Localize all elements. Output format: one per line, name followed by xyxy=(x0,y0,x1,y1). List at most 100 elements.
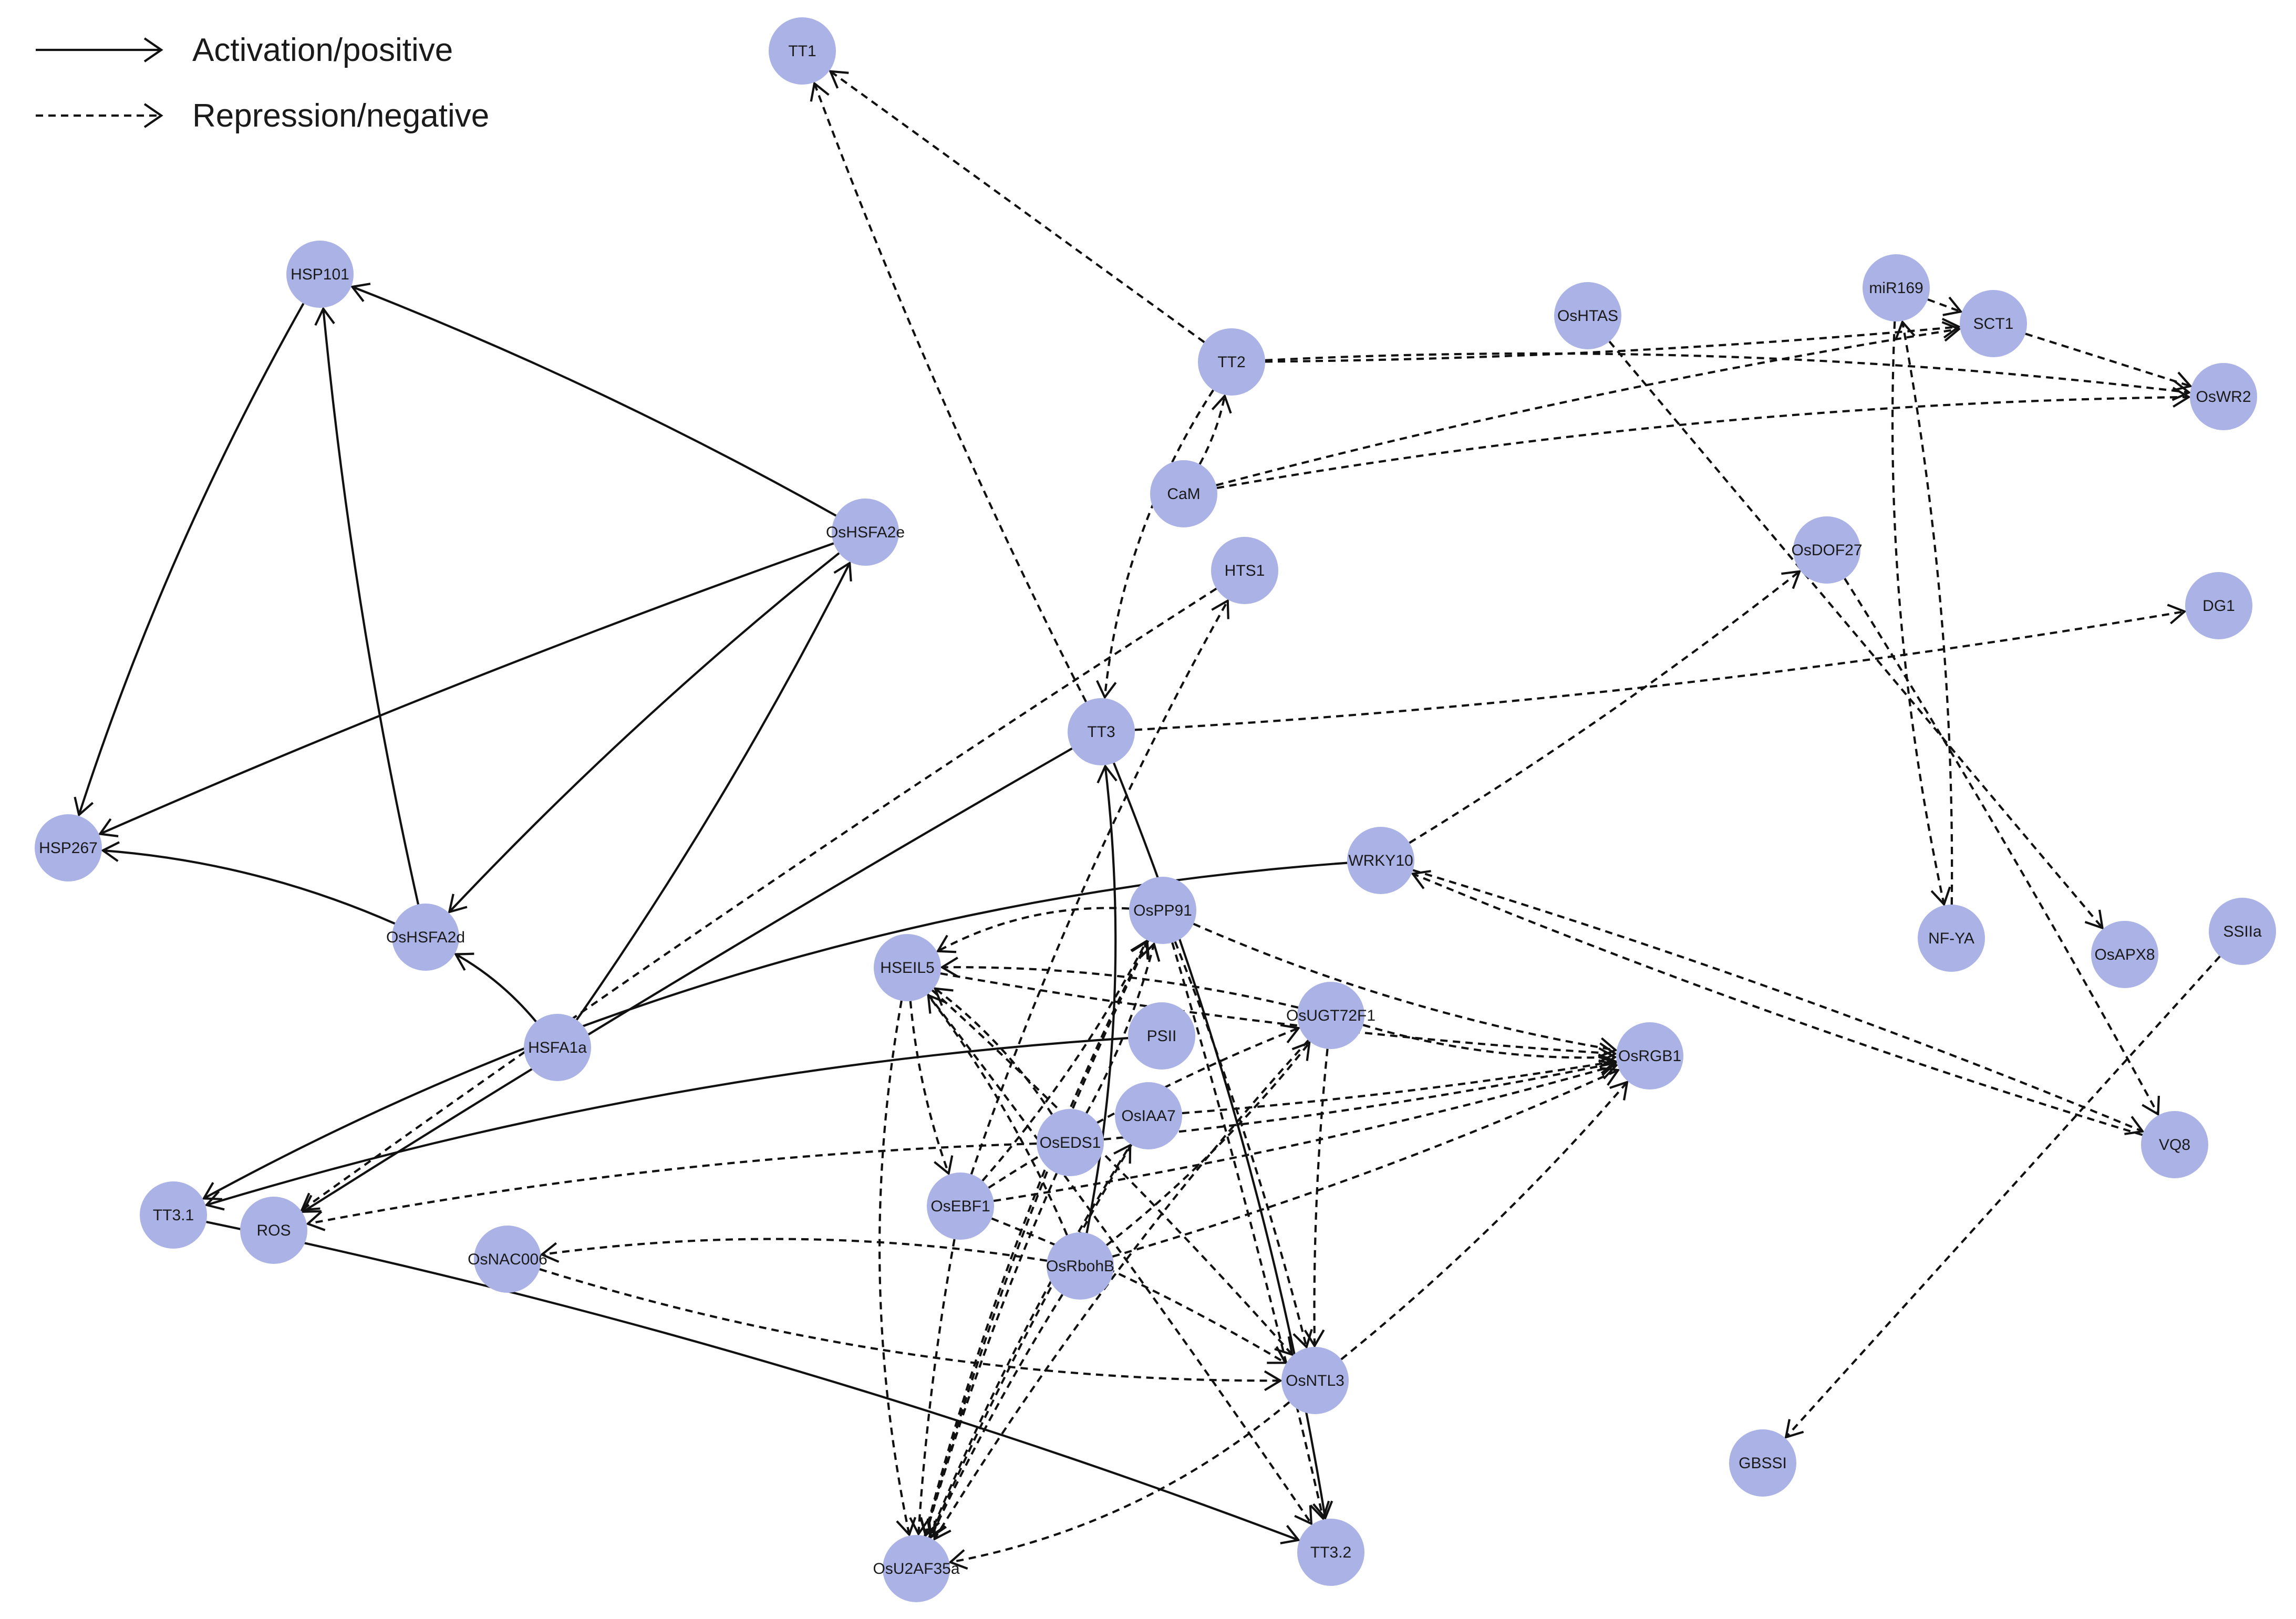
arrowhead-mir169-to-sct1 xyxy=(1942,296,1963,316)
arrowhead-osnac006-to-osntl3 xyxy=(1264,1370,1283,1392)
edge-psii-to-tt3_1 xyxy=(206,1037,1129,1206)
node-vq8[interactable]: VQ8 xyxy=(2141,1111,2208,1178)
node-sct1[interactable]: SCT1 xyxy=(1960,290,2027,357)
arrowhead-hsp101-to-hsp267 xyxy=(74,796,94,817)
node-circle xyxy=(524,1014,591,1081)
node-ros[interactable]: ROS xyxy=(240,1197,307,1264)
node-oswr2[interactable]: OsWR2 xyxy=(2190,363,2257,430)
node-label: TT3.2 xyxy=(1310,1544,1351,1561)
arrowhead-sct1-to-oswr2 xyxy=(2172,371,2192,392)
node-hseil5[interactable]: HSEIL5 xyxy=(874,934,941,1001)
node-dg1[interactable]: DG1 xyxy=(2185,572,2252,639)
node-hsfa1a[interactable]: HSFA1a xyxy=(524,1014,591,1081)
arrowhead-osebf1-to-hts1 xyxy=(1211,599,1229,619)
arrowhead-osrbohb-to-osu2af35a xyxy=(928,1519,947,1539)
node-nf-ya[interactable]: NF-YA xyxy=(1918,905,1985,972)
arrowhead-osu2af35a-to-osiaa7 xyxy=(1113,1143,1132,1164)
arrowhead-cam-to-tt2 xyxy=(1211,393,1232,414)
edge-nf_ya-to-mir169 xyxy=(1901,321,1953,905)
node-label: WRKY10 xyxy=(1348,852,1413,869)
arrowhead-oshsfa2e-to-hsp101 xyxy=(350,283,371,302)
edge-oshsfa2e-to-hsp101 xyxy=(351,286,837,517)
node-gbssi[interactable]: GBSSI xyxy=(1729,1429,1796,1497)
edge-osu2af35a-to-ospp91 xyxy=(924,941,1149,1537)
node-osdof27[interactable]: OsDOF27 xyxy=(1791,516,1863,584)
arrowhead-wrky10-to-osdof27 xyxy=(1781,570,1802,589)
node-label: OsNTL3 xyxy=(1286,1372,1344,1389)
node-tt3-2[interactable]: TT3.2 xyxy=(1297,1519,1364,1586)
node-circle xyxy=(1128,1002,1195,1070)
edge-tt2-to-tt1 xyxy=(830,70,1205,344)
node-oseds1[interactable]: OsEDS1 xyxy=(1037,1109,1104,1176)
arrowhead-tt2-to-oswr2 xyxy=(2171,380,2191,401)
node-label: TT1 xyxy=(788,43,816,60)
node-circle xyxy=(2190,363,2257,430)
edge-osrbohb-to-osrgb1 xyxy=(1112,1069,1619,1258)
node-osrbohb[interactable]: OsRbohB xyxy=(1046,1232,1114,1300)
node-hsp267[interactable]: HSP267 xyxy=(35,814,102,881)
node-osapx8[interactable]: OsAPX8 xyxy=(2091,921,2158,988)
edge-osdof27-to-vq8 xyxy=(1844,578,2159,1115)
node-circle xyxy=(35,814,102,881)
node-wrky10[interactable]: WRKY10 xyxy=(1347,827,1414,894)
node-ospp91[interactable]: OsPP91 xyxy=(1129,877,1196,944)
node-osnac006[interactable]: OsNAC006 xyxy=(468,1226,547,1293)
node-ssiia[interactable]: SSIIa xyxy=(2209,898,2276,965)
node-circle xyxy=(832,499,899,566)
node-tt3[interactable]: TT3 xyxy=(1068,698,1135,765)
arrowhead-ospp91-to-osntl3 xyxy=(1292,1329,1313,1350)
node-oshtas[interactable]: OsHTAS xyxy=(1554,282,1621,349)
arrowhead-tt2-to-tt1 xyxy=(829,70,849,89)
node-circle xyxy=(1554,282,1621,349)
node-circle xyxy=(1616,1022,1683,1089)
arrowhead-osrbohb-to-tt3 xyxy=(1097,764,1118,784)
arrowhead-osugt72f1-to-osrgb1 xyxy=(1598,1047,1618,1068)
edge-tt3_1-to-tt3_2 xyxy=(206,1220,1299,1541)
node-hts1[interactable]: HTS1 xyxy=(1211,537,1278,604)
edge-hsfa1a-to-oshsfa2d xyxy=(455,953,537,1023)
edge-hseil5-to-tt3_2 xyxy=(927,993,1312,1524)
arrowhead-wrky10-to-vq8 xyxy=(2124,1116,2145,1135)
edge-osu2af35a-to-osiaa7 xyxy=(928,1144,1131,1538)
arrowhead-osugt72f1-to-hseil5 xyxy=(939,957,959,978)
edge-cam-to-oswr2 xyxy=(1216,396,2189,490)
node-osntl3[interactable]: OsNTL3 xyxy=(1281,1347,1349,1414)
arrowhead-oseds1-to-ospp91 xyxy=(1140,941,1161,962)
arrowhead-cam-to-oswr2 xyxy=(2172,387,2191,408)
node-osrgb1[interactable]: OsRGB1 xyxy=(1616,1022,1683,1089)
node-label: OsWR2 xyxy=(2196,388,2251,406)
node-circle xyxy=(769,17,836,85)
arrowhead-osdof27-to-vq8 xyxy=(2142,1095,2160,1116)
arrowhead-oseds1-to-osrgb1 xyxy=(1598,1055,1618,1076)
node-circle xyxy=(2141,1111,2208,1178)
node-label: GBSSI xyxy=(1739,1455,1787,1472)
node-osebf1[interactable]: OsEBF1 xyxy=(927,1172,994,1240)
arrowhead-tt3-to-ros xyxy=(301,1195,322,1213)
node-mir169[interactable]: miR169 xyxy=(1863,254,1930,321)
node-label: HSEIL5 xyxy=(880,959,934,977)
arrowhead-cam-to-sct1 xyxy=(1941,321,1961,342)
node-tt3-1[interactable]: TT3.1 xyxy=(140,1181,207,1249)
node-cam[interactable]: CaM xyxy=(1150,460,1217,527)
node-osugt72f1[interactable]: OsUGT72F1 xyxy=(1286,982,1375,1049)
node-circle xyxy=(1037,1109,1104,1176)
node-oshsfa2e[interactable]: OsHSFA2e xyxy=(826,499,905,566)
node-label: HSP101 xyxy=(291,266,349,283)
node-tt2[interactable]: TT2 xyxy=(1198,328,1265,396)
edge-vq8-to-wrky10 xyxy=(1412,873,2143,1136)
edge-oshsfa2e-to-oshsfa2d xyxy=(448,552,840,913)
node-psii[interactable]: PSII xyxy=(1128,1002,1195,1070)
node-osiaa7[interactable]: OsIAA7 xyxy=(1115,1082,1182,1149)
node-tt1[interactable]: TT1 xyxy=(769,17,836,85)
edge-osrbohb-to-hseil5 xyxy=(927,994,1068,1236)
edge-tt3-to-ros xyxy=(302,748,1073,1213)
node-oshsfa2d[interactable]: OsHSFA2d xyxy=(386,904,465,971)
node-label: OsHTAS xyxy=(1557,307,1618,325)
edge-tt3-to-dg1 xyxy=(1134,610,2185,731)
node-osu2af35a[interactable]: OsU2AF35a xyxy=(873,1535,960,1602)
arrowhead-tt3-to-tt3_2 xyxy=(1312,1500,1333,1520)
node-hsp101[interactable]: HSP101 xyxy=(286,241,354,308)
arrowhead-osebf1-to-osu2af35a xyxy=(909,1517,930,1537)
node-label: OsU2AF35a xyxy=(873,1560,959,1578)
